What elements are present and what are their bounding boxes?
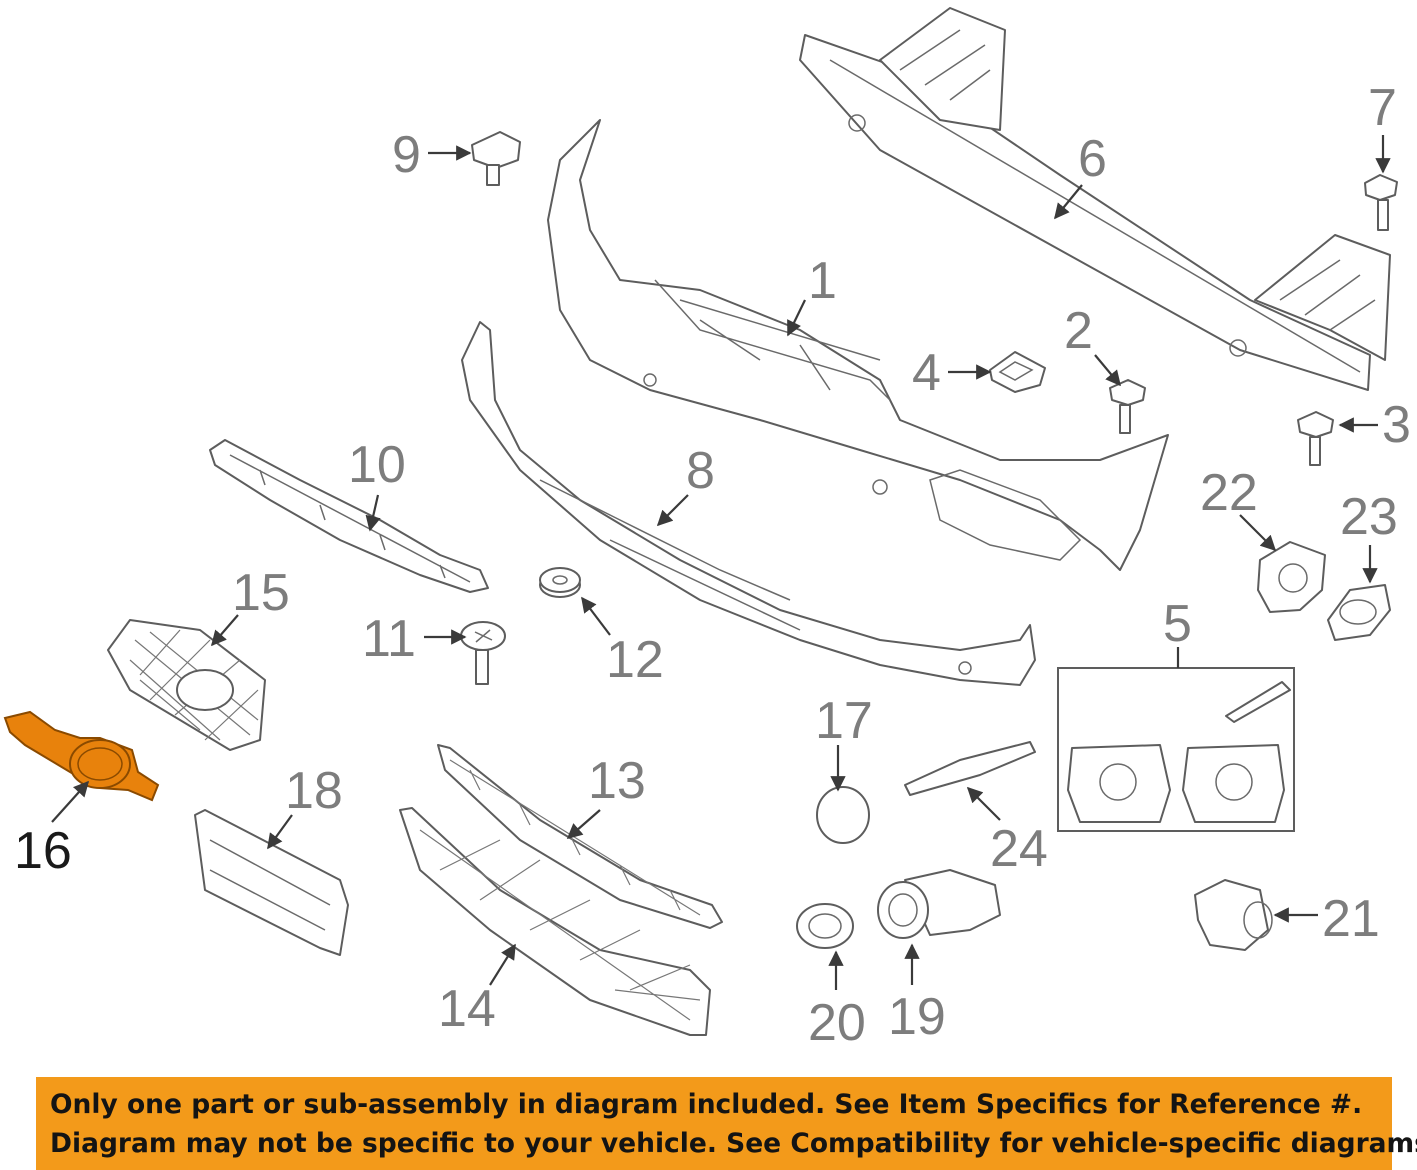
part-17-cap [816, 786, 870, 844]
part-24-reflector [904, 741, 1036, 796]
part-14-lower-grille [399, 807, 711, 1036]
callout-8: 8 [686, 442, 715, 500]
part-20-sensor-ring [796, 903, 854, 949]
disclaimer-line-1: Only one part or sub-assembly in diagram… [50, 1089, 1363, 1120]
callout-14: 14 [438, 980, 496, 1038]
disclaimer-banner: Only one part or sub-assembly in diagram… [36, 1077, 1417, 1170]
callout-7: 7 [1368, 79, 1397, 137]
callout-21: 21 [1322, 890, 1380, 948]
callout-10: 10 [348, 436, 406, 494]
callout-23: 23 [1340, 488, 1398, 546]
callout-labels: 1 2 3 4 5 6 7 8 9 10 11 12 13 14 15 16 1… [14, 79, 1411, 1052]
callout-6: 6 [1078, 130, 1107, 188]
callout-4: 4 [912, 344, 941, 402]
part-23-gasket [1327, 584, 1391, 641]
part-7-bolt [1364, 174, 1398, 231]
part-18-license-bracket [194, 809, 349, 956]
part-22-sensor-holder [1257, 541, 1326, 613]
callout-1: 1 [808, 252, 837, 310]
callout-19: 19 [888, 988, 946, 1046]
callout-5: 5 [1163, 595, 1192, 653]
callout-9: 9 [392, 126, 421, 184]
part-21-sensor [1194, 879, 1273, 951]
callout-18: 18 [285, 762, 343, 820]
part-16-highlighted-bracket [3, 710, 160, 802]
part-8-lower-trim [461, 321, 1036, 686]
callout-16: 16 [14, 822, 72, 880]
callout-12: 12 [606, 631, 664, 689]
part-3-screw [1297, 411, 1334, 466]
callout-13: 13 [588, 752, 646, 810]
leader-lines [51, 135, 1391, 990]
part-2-screw [1109, 379, 1146, 434]
part-11-screw [460, 621, 506, 685]
part-6-bumper-reinforcement [799, 7, 1391, 391]
part-4-clip [989, 351, 1046, 393]
part-15-side-grille [107, 619, 266, 751]
part-10-trim-strip [209, 439, 489, 593]
callout-20: 20 [808, 994, 866, 1052]
callout-15: 15 [232, 564, 290, 622]
disclaimer-line-2: Diagram may not be specific to your vehi… [50, 1128, 1417, 1159]
part-12-washer [539, 567, 581, 598]
callout-17: 17 [815, 692, 873, 750]
callout-3: 3 [1382, 396, 1411, 454]
callout-24: 24 [990, 820, 1048, 878]
callout-11: 11 [362, 610, 416, 668]
part-1-bumper-cover [547, 119, 1169, 571]
callout-22: 22 [1200, 464, 1258, 522]
callout-2: 2 [1064, 302, 1093, 360]
part-9-bolt [471, 131, 521, 186]
part-19-parking-sensor [877, 869, 1001, 939]
part-5-bracket-kit [1057, 667, 1295, 832]
